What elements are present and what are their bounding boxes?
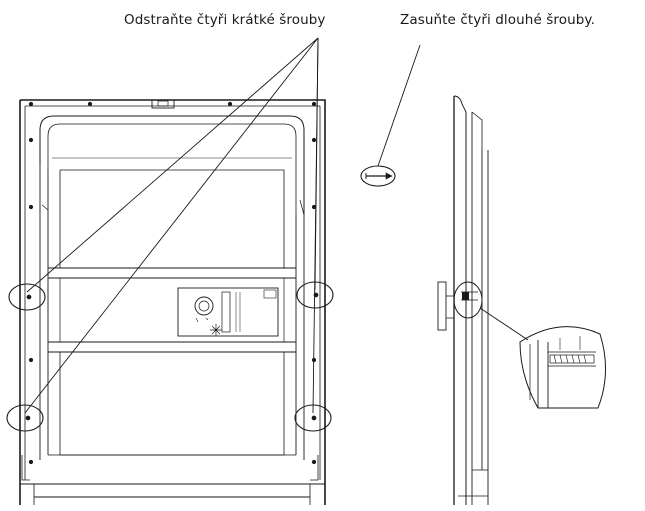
detergent-dispenser bbox=[177, 287, 279, 337]
remove-label-leader-lines bbox=[24, 37, 319, 414]
long-screw bbox=[360, 44, 421, 187]
insert-label-leader-line bbox=[377, 44, 421, 167]
remove-short-screws-label: Odstraňte čtyři krátké šrouby bbox=[124, 12, 326, 28]
screw-marker-top-left bbox=[8, 283, 46, 311]
screw-detail-callout bbox=[453, 281, 607, 409]
insert-long-screws-label: Zasuňte čtyři dlouhé šrouby. bbox=[400, 12, 595, 28]
screw-marker-bottom-left bbox=[6, 404, 44, 432]
door-panel-front-view bbox=[19, 99, 326, 505]
door-side-view bbox=[437, 95, 489, 505]
